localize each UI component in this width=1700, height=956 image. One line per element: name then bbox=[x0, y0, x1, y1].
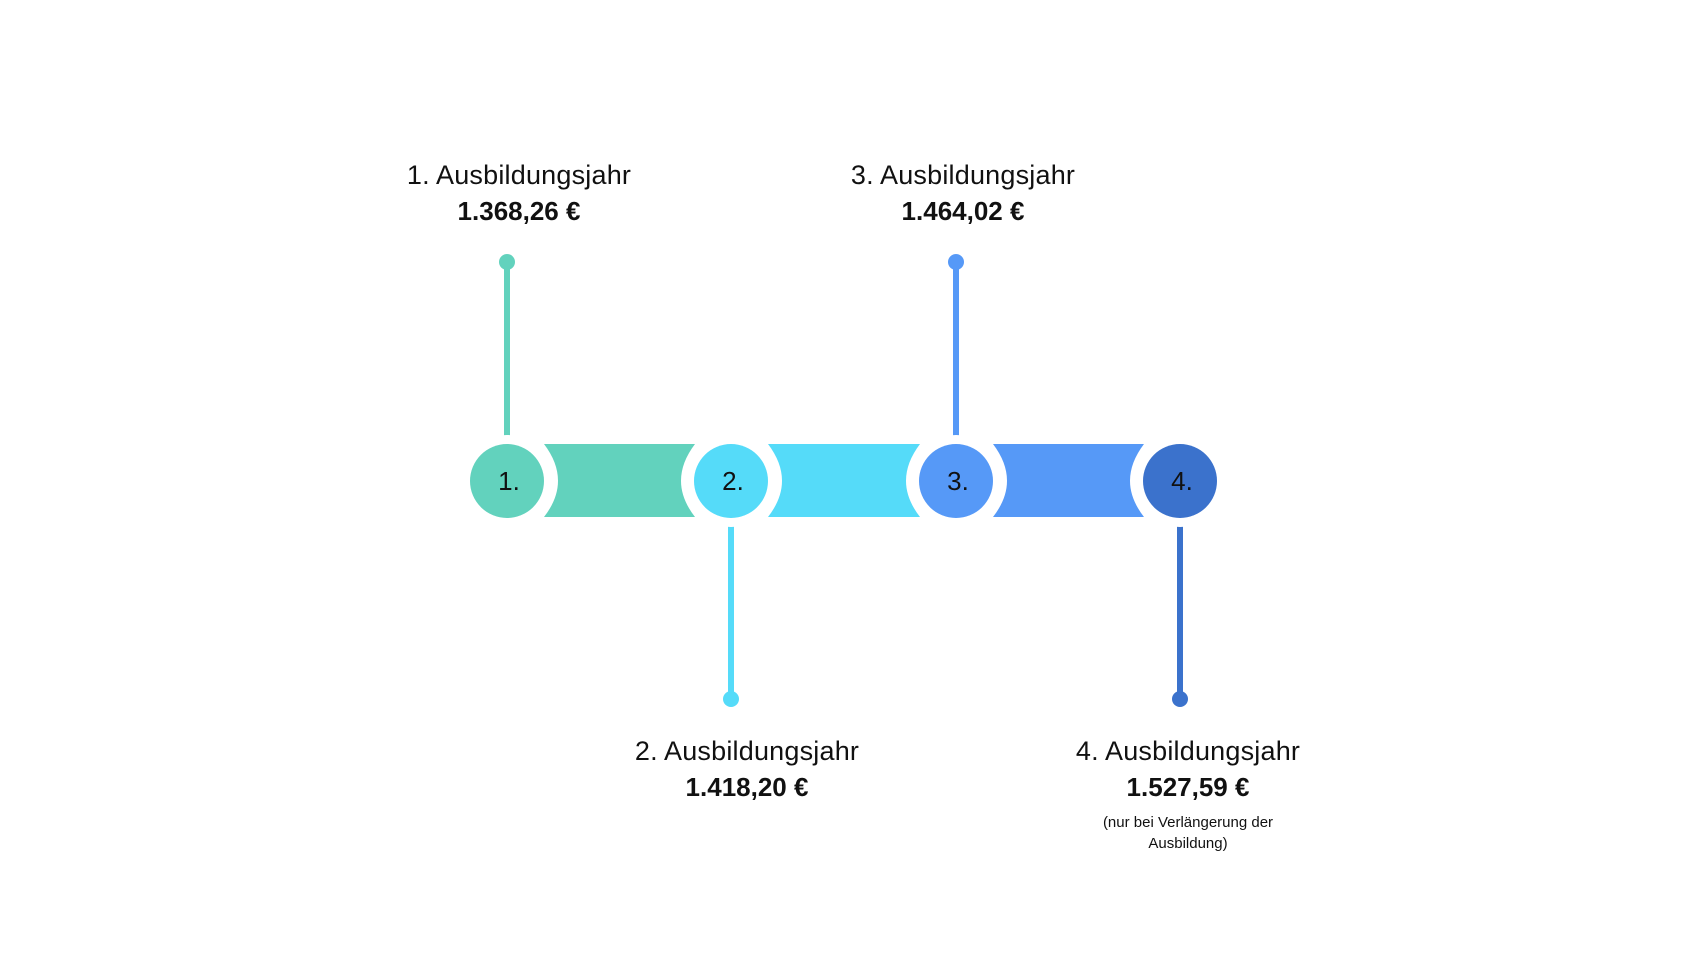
step-2-title: 2. Ausbildungsjahr bbox=[634, 736, 860, 766]
step-3-label: 3. Ausbildungsjahr 1.464,02 € bbox=[793, 158, 1133, 230]
step-2-value: 1.418,20 € bbox=[685, 772, 809, 802]
step-3-value: 1.464,02 € bbox=[901, 196, 1025, 226]
step-1-value: 1.368,26 € bbox=[457, 196, 581, 226]
step-1-label: 1. Ausbildungsjahr 1.368,26 € bbox=[349, 158, 689, 230]
step-1-circle bbox=[470, 444, 544, 518]
step-1-number: 1. bbox=[498, 466, 520, 496]
step-4-note: (nur bei Verlängerung der Ausbildung) bbox=[1102, 814, 1274, 852]
step-3-number: 3. bbox=[947, 466, 969, 496]
step-1-title: 1. Ausbildungsjahr bbox=[406, 160, 632, 190]
connector-bar-1 bbox=[544, 444, 695, 517]
step-1-dot bbox=[499, 254, 515, 270]
step-2-dot bbox=[723, 691, 739, 707]
connector-bar-2 bbox=[768, 444, 920, 517]
step-2-number: 2. bbox=[722, 466, 744, 496]
step-4-number: 4. bbox=[1171, 466, 1193, 496]
step-3-title: 3. Ausbildungsjahr bbox=[850, 160, 1076, 190]
step-3-circle bbox=[919, 444, 993, 518]
step-3-dot bbox=[948, 254, 964, 270]
step-4-dot bbox=[1172, 691, 1188, 707]
step-2-label: 2. Ausbildungsjahr 1.418,20 € bbox=[577, 734, 917, 806]
connector-bar-3 bbox=[993, 444, 1144, 517]
step-2-circle bbox=[694, 444, 768, 518]
step-4-value: 1.527,59 € bbox=[1126, 772, 1250, 802]
step-4-circle bbox=[1143, 444, 1217, 518]
step-4-label: 4. Ausbildungsjahr 1.527,59 € (nur bei V… bbox=[1018, 734, 1358, 854]
step-4-title: 4. Ausbildungsjahr bbox=[1075, 736, 1301, 766]
